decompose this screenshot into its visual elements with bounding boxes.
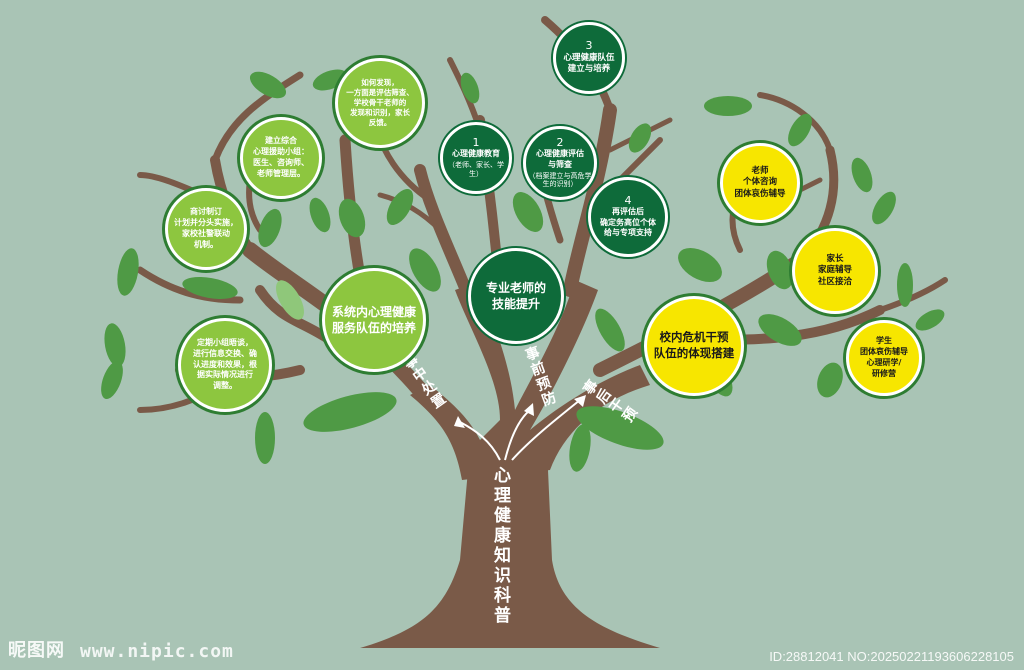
node-system-team-training: 系统内心理健康 服务队伍的培养	[322, 268, 426, 372]
node-discuss-plan: 商讨制订 计划并分头实施， 家校社警联动 机制。	[165, 188, 247, 270]
node-student-support: 学生 团体哀伤辅导 心理研学/ 研修营	[846, 320, 922, 396]
node-teacher-support: 老师 个体咨询 团体哀伤辅导	[720, 143, 800, 223]
watermark-site: www.nipic.com	[80, 641, 234, 662]
node-reassess: 4 再评估后 确定务高位个体 给与专项支持	[588, 177, 668, 257]
watermark-logo: 昵图网	[8, 640, 65, 661]
leaves	[101, 69, 945, 472]
node-build-group: 建立综合 心理援助小组： 医生、咨询师、 老师管理层。	[240, 117, 322, 199]
node-how-discover: 如何发现， 一方面是评估筛查、 学校骨干老师的 发现和识别，家长 反馈。	[335, 58, 425, 148]
node-team-build: 3 心理健康队伍 建立与培养	[553, 22, 625, 94]
trunk-arrows	[459, 399, 581, 461]
node-parent-support: 家长 家庭辅导 社区接洽	[792, 228, 878, 314]
node-crisis-team: 校内危机干预 队伍的体现搭建	[644, 296, 744, 396]
node-teacher-skill: 专业老师的 技能提升	[468, 248, 564, 344]
arrow-heads	[454, 395, 586, 428]
node-assessment: 2 心理健康评估 与筛查 （档案建立与高危学 生的识别）	[523, 126, 597, 200]
node-education: 1 心理健康教育 （老师、家长、学生）	[440, 122, 512, 194]
tree-trunk	[360, 280, 660, 648]
trunk-label: 心理健康知识科普	[490, 466, 510, 626]
watermark-id: ID:28812041 NO:20250221193606228105	[769, 649, 1014, 664]
node-regular-talk: 定期小组晤谈， 进行信息交换、确 认进度和效果，根 据实际情况进行 调整。	[178, 318, 272, 412]
